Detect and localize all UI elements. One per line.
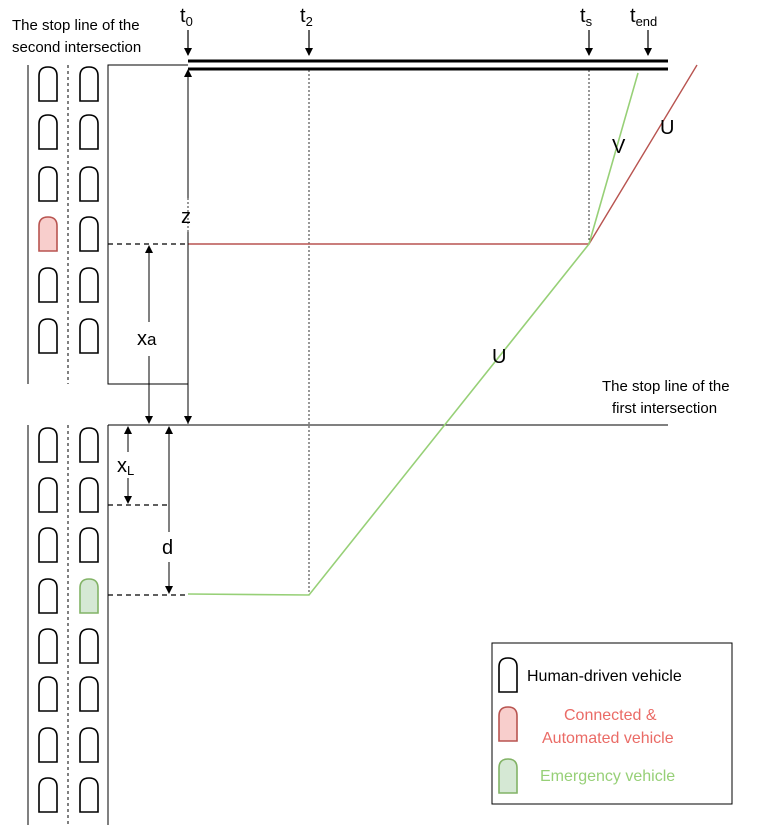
first-stop-line-label-2: first intersection bbox=[612, 400, 717, 417]
upper-right-lane-vehicles bbox=[79, 66, 99, 354]
legend-cav-swatch bbox=[498, 706, 518, 742]
svg-text:ts: ts bbox=[580, 5, 593, 29]
legend-cav-label: Connected & bbox=[564, 707, 657, 724]
lower-left-lane-vehicles bbox=[38, 427, 58, 813]
second-stop-line-label: The stop line of the bbox=[12, 17, 140, 34]
svg-text:t2: t2 bbox=[300, 5, 313, 29]
distance-xa: xa bbox=[137, 245, 157, 424]
time-marker-t2: t2 bbox=[300, 5, 313, 56]
time-marker-tend: tend bbox=[630, 5, 657, 56]
distance-xl: xL bbox=[117, 426, 134, 504]
cav-vehicle bbox=[38, 216, 58, 252]
ev-trajectory bbox=[187, 72, 639, 596]
distance-z: z bbox=[181, 69, 192, 424]
time-marker-t0: t0 bbox=[180, 5, 193, 56]
svg-text:xL: xL bbox=[117, 455, 134, 478]
svg-text:d: d bbox=[162, 537, 173, 559]
upper-block-outline bbox=[107, 64, 188, 385]
svg-text:tend: tend bbox=[630, 5, 657, 29]
second-stop-line-label-2: second intersection bbox=[12, 39, 141, 56]
svg-text:t0: t0 bbox=[180, 5, 193, 29]
emergency-vehicle bbox=[79, 578, 99, 614]
legend-human-label: Human-driven vehicle bbox=[527, 668, 682, 685]
legend-ev-swatch bbox=[498, 758, 518, 794]
legend-cav-label-2: Automated vehicle bbox=[542, 730, 674, 747]
legend: Human-driven vehicle Connected & Automat… bbox=[491, 642, 733, 805]
speed-label-u-green: U bbox=[492, 346, 506, 368]
distance-d: d bbox=[162, 426, 173, 594]
legend-human-swatch bbox=[498, 657, 518, 693]
first-stop-line-label: The stop line of the bbox=[602, 378, 730, 395]
legend-ev-label: Emergency vehicle bbox=[540, 768, 675, 785]
speed-label-v: V bbox=[612, 136, 626, 158]
upper-left-lane-vehicles bbox=[38, 66, 58, 354]
svg-text:xa: xa bbox=[137, 328, 157, 350]
svg-text:z: z bbox=[181, 206, 191, 228]
lower-right-lane-vehicles bbox=[79, 427, 99, 813]
speed-label-u-red: U bbox=[660, 117, 674, 139]
time-marker-ts: ts bbox=[580, 5, 593, 56]
